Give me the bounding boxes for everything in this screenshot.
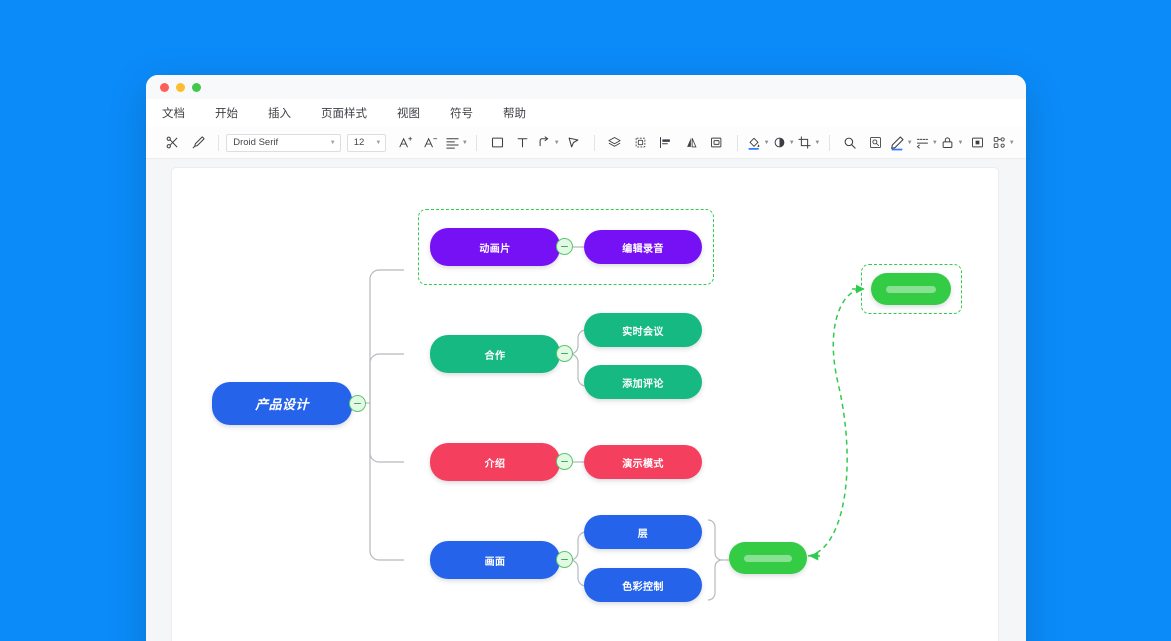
toolbar-separator	[736, 134, 738, 151]
pen-color-icon[interactable]: ▼	[888, 132, 914, 154]
connector-icon[interactable]: ▼	[535, 132, 561, 154]
window-titlebar	[146, 75, 1026, 99]
close-button[interactable]	[160, 82, 169, 92]
chevron-down-icon: ▼	[1008, 139, 1015, 146]
toolbar: Droid Serif ▼ 12 ▼ ▼	[146, 127, 1026, 159]
node-branch-2-child-2[interactable]: 添加评论	[584, 365, 702, 399]
text-icon[interactable]	[510, 132, 536, 154]
chevron-down-icon: ▼	[814, 139, 821, 146]
format-painter-icon[interactable]	[186, 132, 212, 154]
increase-font-size-icon[interactable]	[392, 132, 418, 154]
image-frame-icon[interactable]	[627, 132, 653, 154]
menu-view[interactable]: 视图	[397, 108, 420, 120]
toolbar-separator	[476, 134, 478, 151]
decrease-font-size-icon[interactable]	[418, 132, 444, 154]
font-size-value: 12	[353, 137, 365, 148]
font-family-select[interactable]: Droid Serif ▼	[226, 133, 341, 152]
minimize-button[interactable]	[176, 82, 185, 92]
document-page[interactable]: 产品设计 动画片 编辑录音 合作 实时会议 添加评论	[172, 168, 998, 641]
flip-icon[interactable]	[679, 132, 705, 154]
cursor-icon[interactable]	[561, 132, 587, 154]
line-style-icon[interactable]: ▼	[914, 132, 940, 154]
menu-document[interactable]: 文档	[162, 108, 185, 120]
summary-node-bottom[interactable]	[729, 542, 807, 574]
node-branch-2[interactable]: 合作	[430, 335, 560, 373]
boundary-purple-branch[interactable]	[418, 209, 714, 285]
node-branch-3-child-1[interactable]: 演示模式	[584, 445, 702, 479]
node-label: 介绍	[484, 458, 506, 470]
align-left-icon[interactable]	[653, 132, 679, 154]
font-family-value: Droid Serif	[233, 137, 279, 148]
collapse-toggle-branch-1[interactable]	[556, 238, 573, 255]
chevron-down-icon: ▼	[931, 139, 938, 146]
collapse-toggle-root[interactable]	[349, 395, 366, 412]
node-label: 层	[637, 528, 649, 540]
summary-placeholder-bar	[886, 285, 936, 293]
node-branch-4[interactable]: 画面	[430, 541, 560, 579]
node-branch-2-child-1[interactable]: 实时会议	[584, 313, 702, 347]
chevron-down-icon: ▼	[553, 139, 560, 146]
node-branch-3[interactable]: 介绍	[430, 443, 560, 481]
collapse-toggle-branch-4[interactable]	[556, 551, 573, 568]
node-label: 画面	[484, 556, 506, 568]
menu-page-style[interactable]: 页面样式	[321, 108, 367, 120]
menu-insert[interactable]: 插入	[268, 108, 291, 120]
node-label: 色彩控制	[622, 581, 664, 593]
chevron-down-icon: ▼	[329, 139, 336, 146]
chevron-down-icon: ▼	[957, 139, 964, 146]
toolbar-separator	[218, 134, 220, 151]
toolbar-separator	[593, 134, 595, 151]
node-root[interactable]: 产品设计	[212, 382, 352, 425]
shape-style-icon[interactable]: ▼	[770, 132, 796, 154]
node-label: 编辑录音	[622, 243, 664, 255]
menu-help[interactable]: 帮助	[503, 108, 526, 120]
search-icon[interactable]	[837, 132, 863, 154]
shadow-icon[interactable]	[965, 132, 991, 154]
menu-home[interactable]: 开始	[215, 108, 238, 120]
collapse-toggle-branch-2[interactable]	[556, 345, 573, 362]
chevron-down-icon: ▼	[763, 139, 770, 146]
summary-node-top[interactable]	[871, 273, 951, 305]
menu-symbol[interactable]: 符号	[450, 108, 473, 120]
chevron-down-icon: ▼	[788, 139, 795, 146]
node-label: 添加评论	[622, 378, 664, 390]
node-label: 动画片	[479, 243, 511, 255]
boundary-summary-node[interactable]	[861, 264, 962, 314]
maximize-button[interactable]	[192, 82, 201, 92]
group-icon[interactable]: ▼	[990, 132, 1016, 154]
layers-icon[interactable]	[602, 132, 628, 154]
node-branch-4-child-1[interactable]: 层	[584, 515, 702, 549]
lock-icon[interactable]: ▼	[939, 132, 965, 154]
chevron-down-icon: ▼	[375, 139, 382, 146]
scissors-icon[interactable]	[160, 132, 186, 154]
chevron-down-icon: ▼	[906, 139, 913, 146]
crop-icon[interactable]: ▼	[796, 132, 822, 154]
find-replace-icon[interactable]	[862, 132, 888, 154]
node-branch-1-child-1[interactable]: 编辑录音	[584, 230, 702, 264]
node-label: 产品设计	[255, 397, 309, 412]
shape-icon[interactable]	[484, 132, 510, 154]
menu-bar: 文档 开始 插入 页面样式 视图 符号 帮助	[146, 99, 1026, 127]
node-label: 实时会议	[622, 326, 664, 338]
app-window: 文档 开始 插入 页面样式 视图 符号 帮助 Droid Serif ▼ 12 …	[146, 75, 1026, 641]
node-label: 合作	[484, 350, 506, 362]
canvas-area[interactable]: 产品设计 动画片 编辑录音 合作 实时会议 添加评论	[146, 159, 1026, 641]
node-branch-1[interactable]: 动画片	[430, 228, 560, 266]
toolbar-separator	[828, 134, 830, 151]
arrange-icon[interactable]	[704, 132, 730, 154]
fill-color-icon[interactable]: ▼	[745, 132, 771, 154]
collapse-toggle-branch-3[interactable]	[556, 453, 573, 470]
font-size-select[interactable]: 12 ▼	[346, 133, 387, 152]
chevron-down-icon: ▼	[461, 139, 468, 146]
node-branch-4-child-2[interactable]: 色彩控制	[584, 568, 702, 602]
summary-placeholder-bar	[743, 554, 793, 562]
node-label: 演示模式	[622, 458, 664, 470]
align-icon[interactable]: ▼	[444, 132, 470, 154]
